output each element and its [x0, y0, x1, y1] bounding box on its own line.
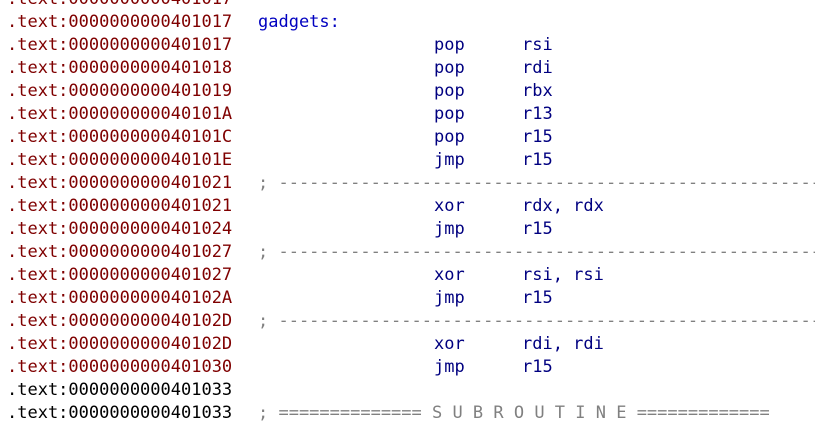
instruction-operands[interactable]: rsi — [522, 35, 553, 55]
line-address: .text:0000000000401033 — [7, 403, 233, 423]
disasm-line[interactable]: .text:0000000000401017 gadgets: — [7, 11, 815, 34]
disasm-line[interactable]: .text:000000000040102D ; ---------------… — [7, 310, 815, 333]
separator-comment: ; --------------------------------------… — [258, 242, 815, 262]
instruction-mnemonic: jmp — [434, 357, 465, 377]
instruction-operands[interactable]: r15 — [522, 219, 553, 239]
line-address: .text:000000000040101C — [7, 127, 233, 147]
disasm-line[interactable]: .text:0000000000401027 ; ---------------… — [7, 241, 815, 264]
line-address: .text:0000000000401018 — [7, 58, 233, 78]
instruction-operands[interactable]: rbx — [522, 81, 553, 101]
instruction-operands[interactable]: r15 — [522, 288, 553, 308]
line-address: .text:0000000000401024 — [7, 219, 233, 239]
instruction-operands[interactable]: rsi, rsi — [522, 265, 604, 285]
disasm-line[interactable]: .text:0000000000401017 pop rsi — [7, 34, 815, 57]
line-address: .text:0000000000401017 — [7, 12, 233, 32]
instruction-operands[interactable]: r15 — [522, 357, 553, 377]
line-address: .text:0000000000401033 — [7, 380, 233, 400]
line-address: .text:0000000000401017 — [7, 35, 233, 55]
instruction-operands[interactable]: r15 — [522, 127, 553, 147]
line-address: .text:000000000040102D — [7, 334, 233, 354]
disassembly-listing[interactable]: .text:0000000000401017 .text:00000000004… — [7, 0, 815, 425]
disasm-line[interactable]: .text:000000000040102A jmp r15 — [7, 287, 815, 310]
line-address: .text:0000000000401027 — [7, 265, 233, 285]
instruction-mnemonic: pop — [434, 104, 465, 124]
disasm-line[interactable]: .text:0000000000401033 ; ============== … — [7, 402, 815, 425]
line-address: .text:000000000040102D — [7, 311, 233, 331]
line-address: .text:0000000000401019 — [7, 81, 233, 101]
disasm-line[interactable]: .text:0000000000401017 — [7, 0, 815, 11]
instruction-mnemonic: xor — [434, 265, 465, 285]
instruction-mnemonic: xor — [434, 334, 465, 354]
instruction-operands[interactable]: r15 — [522, 150, 553, 170]
disasm-line[interactable]: .text:0000000000401021 ; ---------------… — [7, 172, 815, 195]
line-address: .text:0000000000401021 — [7, 173, 233, 193]
disasm-line[interactable]: .text:0000000000401024 jmp r15 — [7, 218, 815, 241]
instruction-mnemonic: pop — [434, 58, 465, 78]
disasm-line[interactable]: .text:000000000040101E jmp r15 — [7, 149, 815, 172]
instruction-operands[interactable]: rdi — [522, 58, 553, 78]
line-address: .text:0000000000401027 — [7, 242, 233, 262]
disasm-line[interactable]: .text:0000000000401018 pop rdi — [7, 57, 815, 80]
disasm-line[interactable]: .text:0000000000401027 xor rsi, rsi — [7, 264, 815, 287]
disasm-line[interactable]: .text:0000000000401033 — [7, 379, 815, 402]
instruction-mnemonic: pop — [434, 127, 465, 147]
line-address: .text:0000000000401030 — [7, 357, 233, 377]
instruction-mnemonic: xor — [434, 196, 465, 216]
instruction-mnemonic: jmp — [434, 150, 465, 170]
instruction-operands[interactable]: rdi, rdi — [522, 334, 604, 354]
disasm-line[interactable]: .text:0000000000401019 pop rbx — [7, 80, 815, 103]
disasm-line[interactable]: .text:000000000040102D xor rdi, rdi — [7, 333, 815, 356]
instruction-operands[interactable]: r13 — [522, 104, 553, 124]
instruction-mnemonic: pop — [434, 81, 465, 101]
subroutine-separator-comment: ; ============== S U B R O U T I N E ===… — [258, 403, 770, 423]
disasm-line[interactable]: .text:0000000000401021 xor rdx, rdx — [7, 195, 815, 218]
separator-comment: ; --------------------------------------… — [258, 311, 815, 331]
code-label[interactable]: gadgets: — [258, 12, 340, 32]
line-address: .text:0000000000401017 — [7, 0, 232, 11]
disasm-line[interactable]: .text:0000000000401030 jmp r15 — [7, 356, 815, 379]
separator-comment: ; --------------------------------------… — [258, 173, 815, 193]
line-address: .text:000000000040101E — [7, 150, 233, 170]
line-address: .text:000000000040102A — [7, 288, 233, 308]
instruction-mnemonic: jmp — [434, 219, 465, 239]
disasm-line[interactable]: .text:000000000040101C pop r15 — [7, 126, 815, 149]
instruction-operands[interactable]: rdx, rdx — [522, 196, 604, 216]
instruction-mnemonic: jmp — [434, 288, 465, 308]
disasm-line[interactable]: .text:000000000040101A pop r13 — [7, 103, 815, 126]
line-address: .text:0000000000401021 — [7, 196, 233, 216]
instruction-mnemonic: pop — [434, 35, 465, 55]
line-address: .text:000000000040101A — [7, 104, 233, 124]
